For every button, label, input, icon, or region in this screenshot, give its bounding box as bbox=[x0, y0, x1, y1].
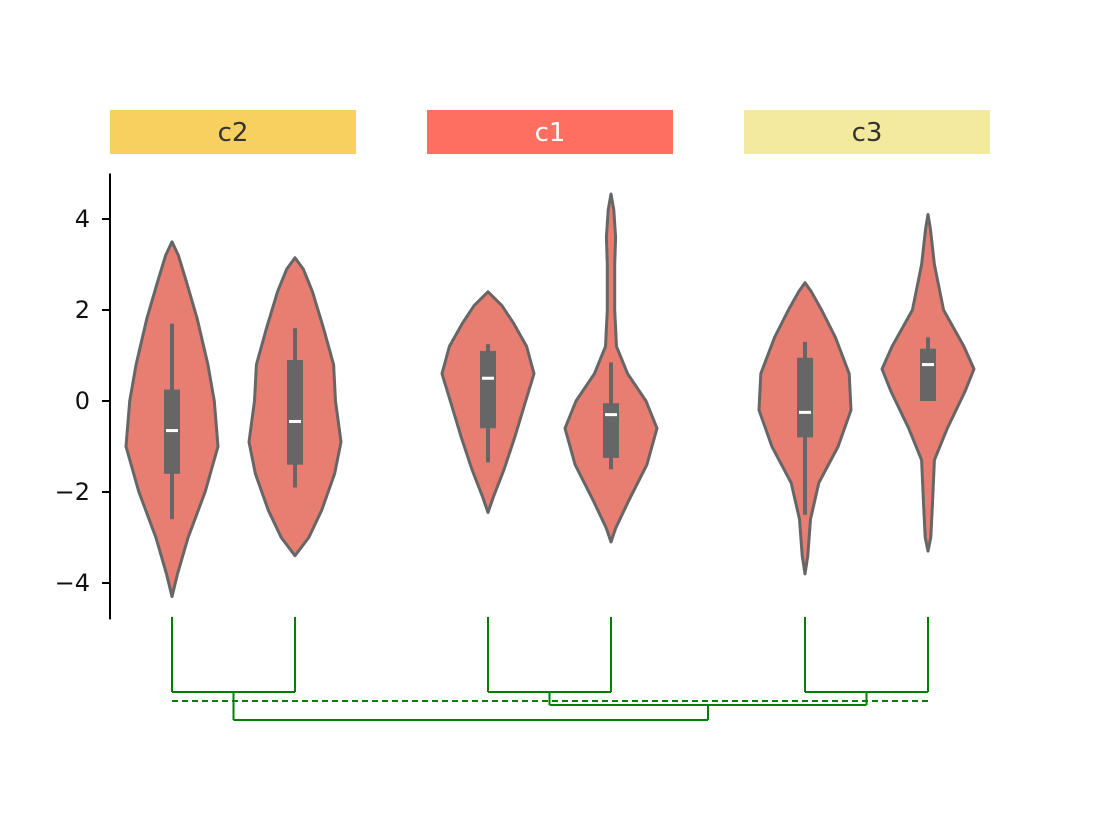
group-label-c3: c3 bbox=[852, 118, 883, 148]
y-tick-label: 2 bbox=[75, 296, 90, 324]
group-header-c3 bbox=[744, 110, 990, 154]
group-headers: c2 c1 c3 bbox=[110, 110, 990, 154]
group-header-c2 bbox=[110, 110, 356, 154]
violin-box bbox=[287, 360, 303, 465]
violin-box bbox=[603, 403, 619, 458]
y-tick-label: 0 bbox=[75, 387, 90, 415]
violin-box bbox=[480, 350, 496, 429]
y-tick-label: −4 bbox=[55, 569, 90, 597]
violin-box bbox=[920, 348, 936, 401]
dendrogram bbox=[171, 617, 929, 721]
violins bbox=[124, 192, 976, 599]
y-tick-label: −2 bbox=[55, 478, 90, 506]
group-label-c1: c1 bbox=[535, 118, 566, 148]
violin-box bbox=[797, 357, 813, 438]
group-header-c1 bbox=[427, 110, 673, 154]
y-tick-label: 4 bbox=[75, 205, 90, 233]
y-axis: 4 2 0 −2 −4 bbox=[55, 173, 111, 620]
group-label-c2: c2 bbox=[218, 118, 249, 148]
